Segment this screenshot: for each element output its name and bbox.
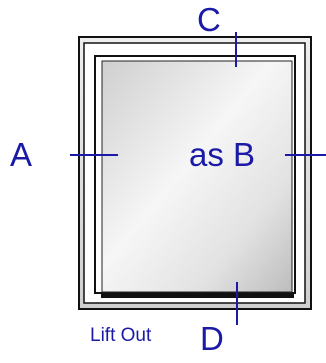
label-c: C: [197, 1, 221, 38]
label-b: as B: [189, 136, 256, 173]
label-a: A: [10, 136, 33, 173]
lift-out-label: Lift Out: [90, 325, 152, 346]
label-d: D: [200, 320, 224, 357]
mirror-glass: [101, 60, 293, 293]
